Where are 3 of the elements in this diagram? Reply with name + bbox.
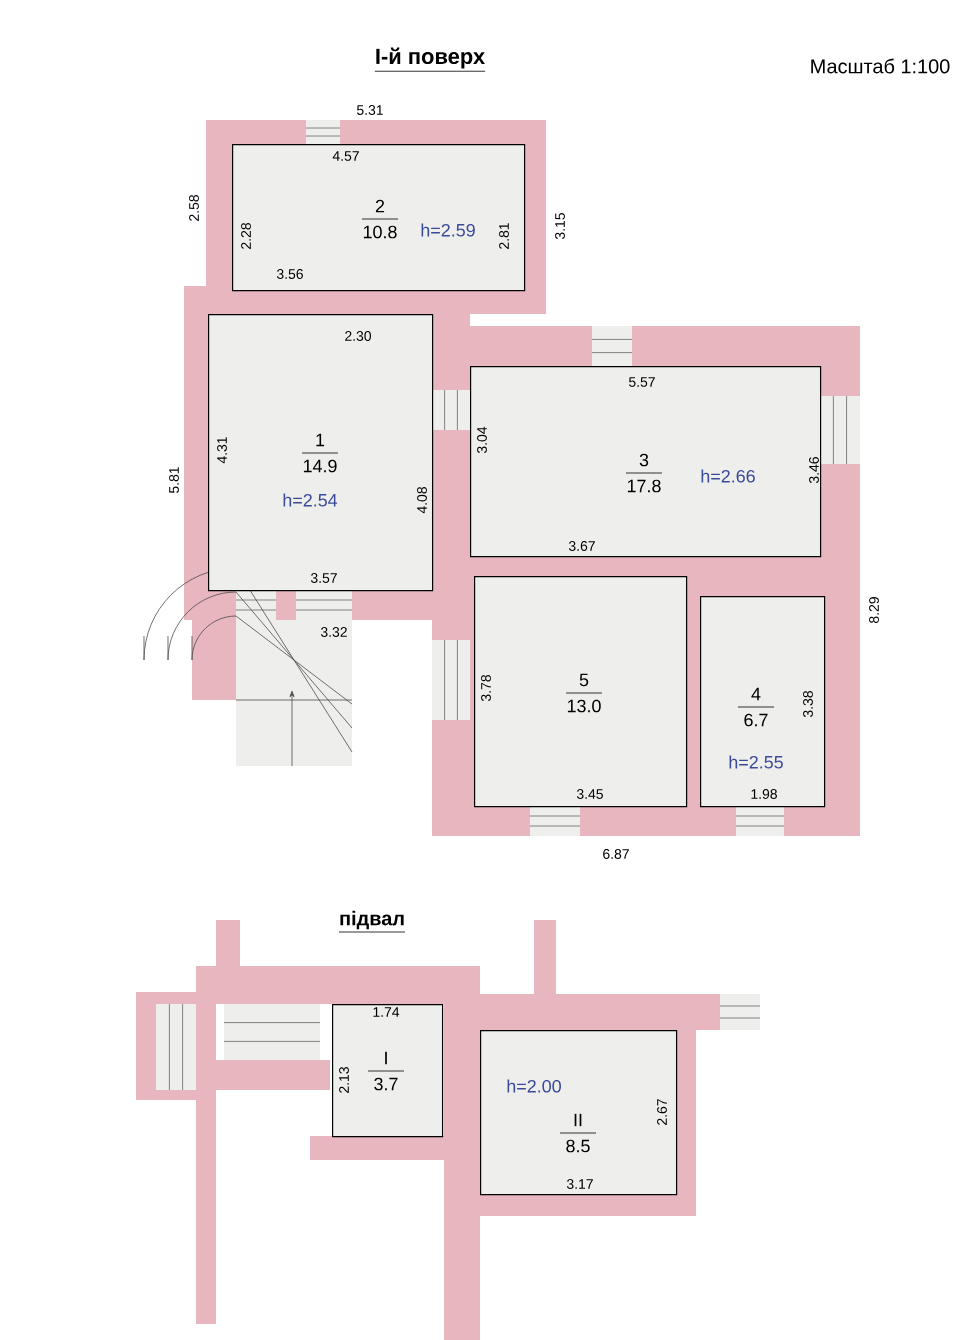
section-heading: підвал bbox=[338, 910, 406, 933]
title: І-й поверх bbox=[374, 47, 486, 72]
scale-note: Масштаб 1:100 bbox=[811, 58, 950, 74]
